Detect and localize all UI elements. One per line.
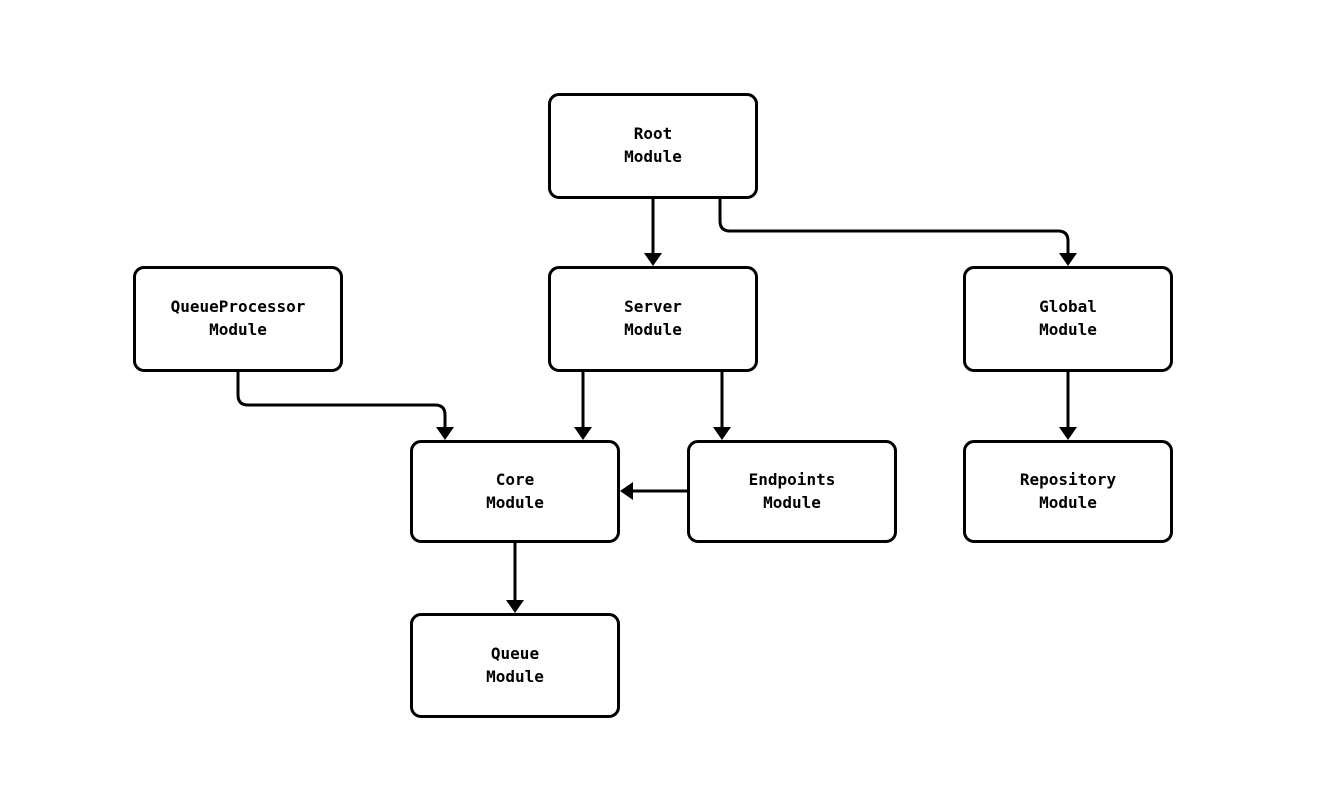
node-queueprocessor[interactable]: QueueProcessor Module [133, 266, 343, 372]
arrowhead-global-to-repository [1059, 427, 1077, 440]
arrowhead-core-to-queue [506, 600, 524, 613]
node-global[interactable]: Global Module [963, 266, 1173, 372]
edge-queueprocessor-to-core [236, 372, 447, 430]
node-label-queue: Queue Module [486, 643, 544, 686]
node-label-server: Server Module [624, 297, 682, 339]
node-server[interactable]: Server Module [548, 266, 758, 372]
node-label-queueprocessor: QueueProcessor Module [170, 297, 306, 339]
node-label-root: Root Module [624, 124, 682, 166]
node-queue[interactable]: Queue Module [410, 613, 620, 718]
arrowhead-root-to-server [644, 253, 662, 266]
arrowhead-endpoints-to-core [620, 482, 633, 500]
node-label-core: Core Module [486, 469, 544, 512]
edges-group [236, 199, 1070, 603]
node-label-repository: Repository Module [1019, 469, 1117, 512]
edge-root-to-global [718, 199, 1070, 256]
node-label-endpoints: Endpoints Module [748, 469, 836, 512]
arrowhead-server-to-endpoints [713, 427, 731, 440]
node-core[interactable]: Core Module [410, 440, 620, 543]
arrowhead-queueprocessor-to-core [436, 427, 454, 440]
node-root[interactable]: Root Module [548, 93, 758, 199]
node-endpoints[interactable]: Endpoints Module [687, 440, 897, 543]
node-label-global: Global Module [1039, 297, 1097, 339]
arrowhead-root-to-global [1059, 253, 1077, 266]
arrowhead-server-to-core [574, 427, 592, 440]
node-repository[interactable]: Repository Module [963, 440, 1173, 543]
